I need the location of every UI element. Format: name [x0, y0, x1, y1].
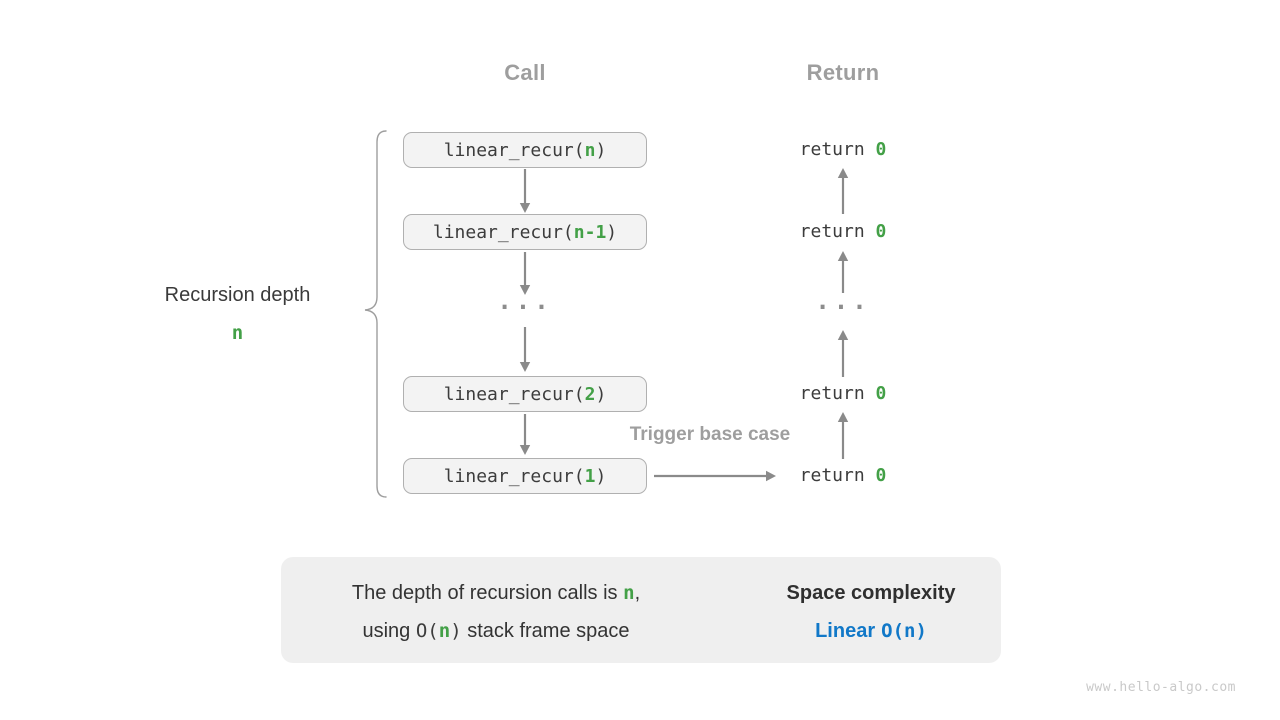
return-arrow-up-icon [837, 168, 849, 214]
base-case-arrow-icon [654, 470, 776, 482]
recursion-depth-brace [364, 130, 387, 498]
call-code: linear_recur(1) [443, 465, 607, 487]
call-arrow-down-icon [519, 327, 531, 372]
call-box-2: linear_recur(2) [403, 376, 647, 412]
call-arrow-down-icon [519, 414, 531, 455]
return-arrow-up-icon [837, 330, 849, 377]
call-code: linear_recur(n) [443, 139, 607, 161]
summary-left-text: The depth of recursion calls is n, using… [286, 574, 706, 650]
call-column-header: Call [504, 60, 546, 85]
return-label: return 0 [799, 465, 887, 486]
call-box-1: linear_recur(1) [403, 458, 647, 494]
call-code: linear_recur(n-1) [432, 221, 618, 243]
return-arrow-up-icon [837, 412, 849, 459]
recursion-depth-label: Recursion depth [164, 284, 311, 306]
call-arrow-down-icon [519, 169, 531, 213]
summary-line-2: using O(n) stack frame space [362, 620, 630, 642]
return-column-header: Return [806, 60, 880, 85]
return-label: return 0 [799, 383, 887, 404]
recursion-depth-value: n [231, 322, 244, 344]
trigger-base-case-label: Trigger base case [629, 424, 791, 445]
watermark: www.hello-algo.com [1086, 680, 1236, 695]
return-label: return 0 [799, 139, 887, 160]
return-label: return 0 [799, 221, 887, 242]
summary-line-1: The depth of recursion calls is n, [351, 582, 641, 604]
call-ellipsis: ... [497, 287, 553, 315]
call-code: linear_recur(2) [443, 383, 607, 405]
space-complexity-title: Space complexity [786, 582, 956, 604]
call-box-n: linear_recur(n) [403, 132, 647, 168]
summary-panel [281, 557, 1001, 663]
call-box-n-1: linear_recur(n-1) [403, 214, 647, 250]
return-ellipsis: ... [815, 287, 871, 315]
